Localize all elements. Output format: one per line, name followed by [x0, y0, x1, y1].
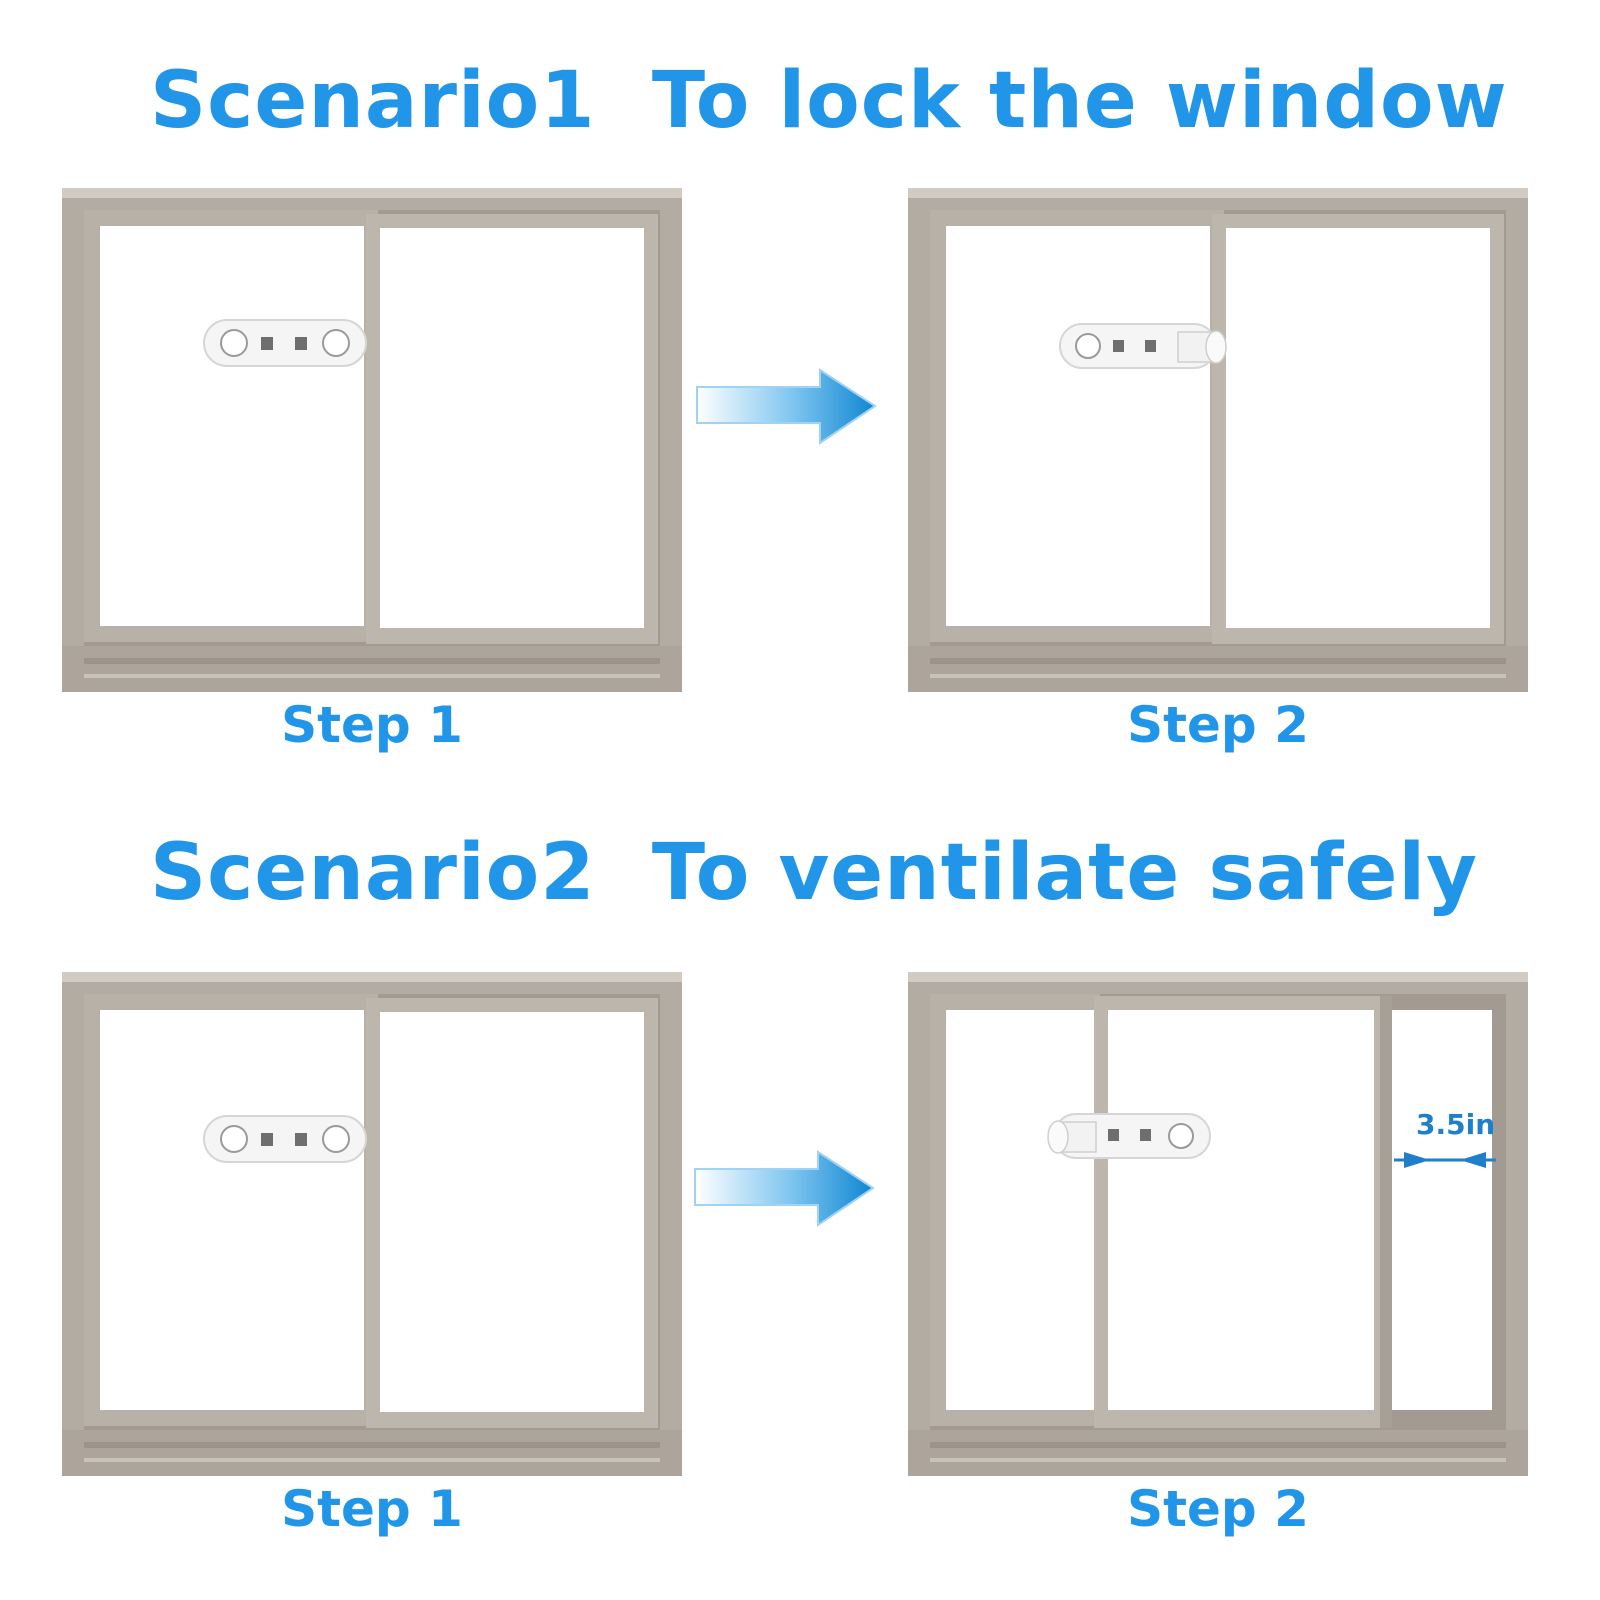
window-lock-icon: [1059, 323, 1227, 369]
measure-arrows-icon: [1394, 1152, 1496, 1168]
window-lock-icon: [203, 319, 367, 367]
s1-right-arrow-icon: [696, 368, 877, 445]
window-lock-icon: [203, 1115, 367, 1163]
gap-measure-label: 3.5in: [1416, 1108, 1496, 1141]
s1-step2-window: [908, 188, 1528, 692]
s2-step2-label: Step 2: [1127, 1480, 1309, 1538]
s2-step1-window: [62, 972, 682, 1476]
scenario1-title: Scenario1 To lock the window: [150, 56, 1508, 146]
scenario2-title: Scenario2 To ventilate safely: [150, 828, 1478, 918]
s1-step1-window: [62, 188, 682, 692]
s2-right-arrow-icon: [694, 1150, 875, 1227]
s1-step2-label: Step 2: [1127, 696, 1309, 754]
s2-step1-label: Step 1: [281, 1480, 463, 1538]
window-lock-icon: [1047, 1113, 1211, 1159]
s1-step1-label: Step 1: [281, 696, 463, 754]
s2-step2-window: [908, 972, 1528, 1476]
